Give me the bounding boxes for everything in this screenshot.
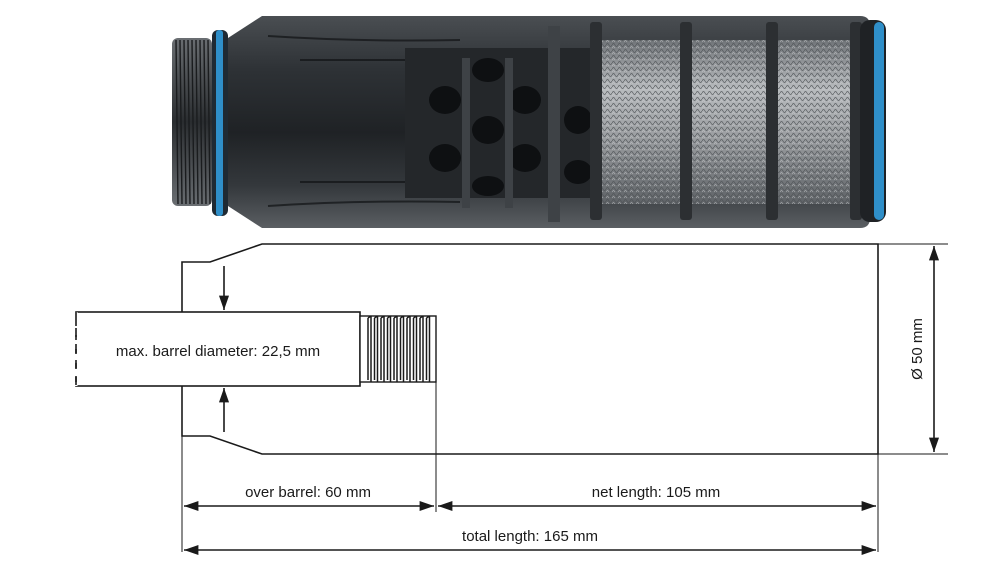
suppressor-photo xyxy=(172,16,886,228)
thread-groove xyxy=(207,39,211,205)
total-length-label: total length: 165 mm xyxy=(462,528,598,545)
drawing-thread-groove xyxy=(425,315,431,382)
barrel-outline xyxy=(75,311,361,387)
baffle-ports xyxy=(429,58,592,196)
drawing-thread-groove xyxy=(373,315,379,382)
thread-groove xyxy=(179,39,183,205)
left-o-ring-blue xyxy=(216,30,223,216)
thread-groove xyxy=(191,39,195,205)
drawing-thread-groove xyxy=(399,315,405,382)
drawing-thread-groove xyxy=(380,315,385,382)
right-o-ring-blue xyxy=(874,22,884,220)
drawing-thread-groove xyxy=(419,315,424,382)
mesh-rings xyxy=(590,22,862,220)
barrel-diameter-label: max. barrel diameter: 22,5 mm xyxy=(116,343,320,360)
drawing-thread-groove xyxy=(393,315,398,382)
thread-groove xyxy=(187,39,191,205)
thread-groove xyxy=(175,39,179,205)
drawing-thread-groove xyxy=(406,315,411,382)
over-barrel-label: over barrel: 60 mm xyxy=(245,484,371,501)
net-length-label: net length: 105 mm xyxy=(592,484,720,501)
technical-drawing xyxy=(74,243,948,556)
drawing-thread-groove xyxy=(386,315,392,382)
thread-groove xyxy=(203,39,207,205)
thread-groove xyxy=(183,39,187,205)
drawing-thread-groove xyxy=(367,315,372,382)
drawing-thread-groove xyxy=(412,315,418,382)
thread-groove xyxy=(195,39,199,205)
muzzle-thread xyxy=(172,38,212,206)
thread-groove xyxy=(199,39,203,205)
diameter-label: Ø 50 mm xyxy=(909,318,926,380)
